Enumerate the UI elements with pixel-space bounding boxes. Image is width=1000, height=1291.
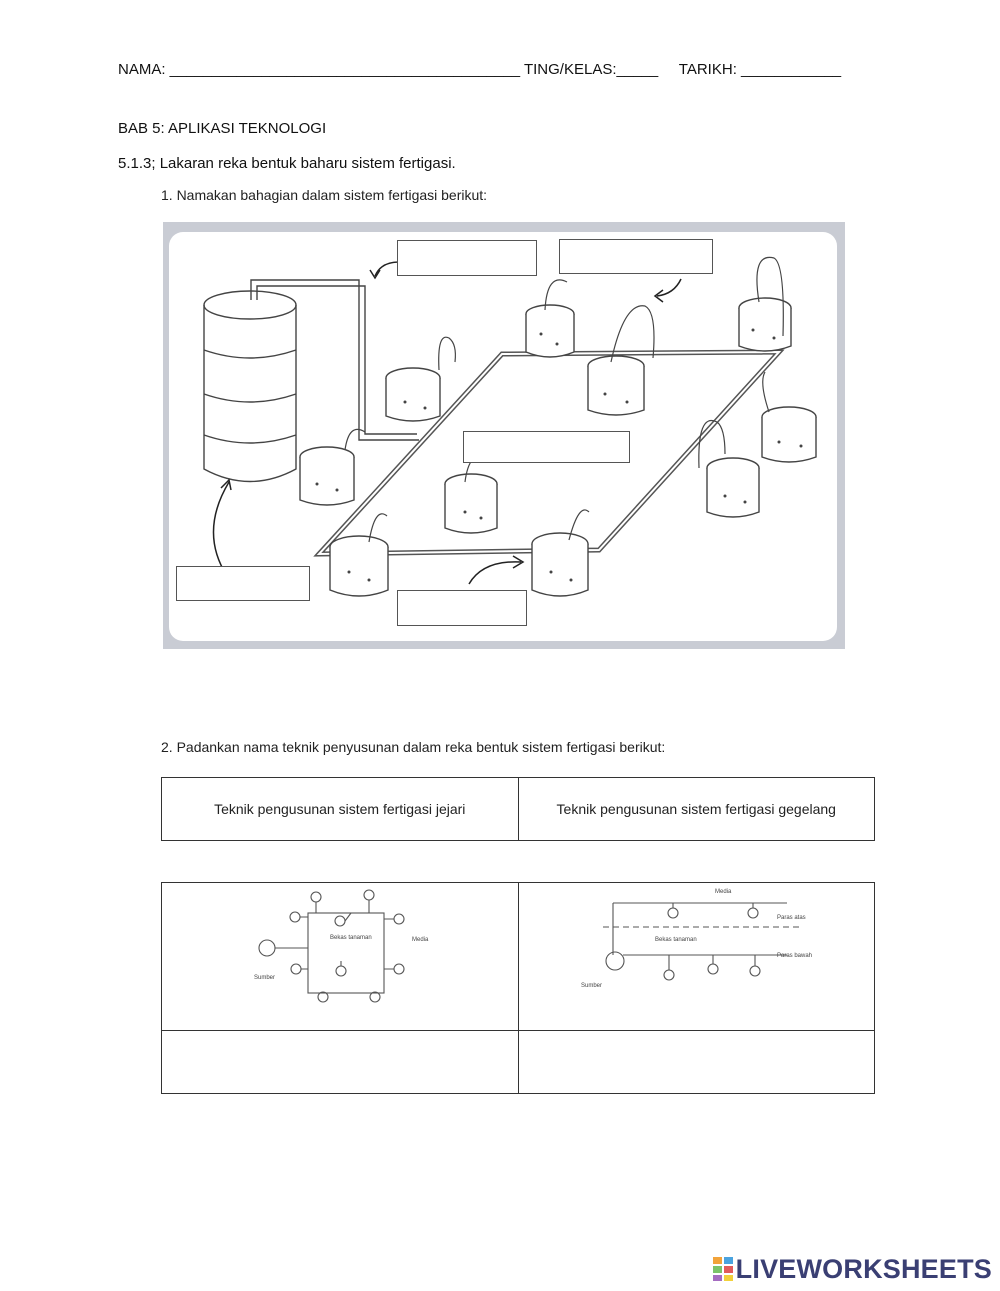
- options-table: Teknik pengusunan sistem fertigasi jejar…: [161, 777, 875, 841]
- diagram-right-cell: Media Paras atas Bekas tanaman Paras baw…: [517, 882, 875, 1031]
- label-container: Bekas tanaman: [330, 935, 372, 941]
- answer-cell-left[interactable]: [161, 1030, 519, 1094]
- option-gegelang[interactable]: Teknik pengusunan sistem fertigasi gegel…: [517, 777, 875, 841]
- ring-diagram: Media Paras atas Bekas tanaman Paras baw…: [581, 889, 812, 989]
- label-source-right: Sumber: [581, 983, 602, 989]
- answer-box-pot[interactable]: [397, 590, 527, 626]
- label-lower: Paras bawah: [777, 953, 812, 959]
- label-media-right: Media: [715, 889, 732, 895]
- pot: [525, 304, 575, 358]
- answer-box-tank[interactable]: [176, 566, 310, 601]
- answer-box-pipe[interactable]: [397, 240, 537, 276]
- option-jejari[interactable]: Teknik pengusunan sistem fertigasi jejar…: [161, 777, 519, 841]
- fertigation-figure: [163, 222, 845, 649]
- brand-name: LIVEWORKSHEETS: [735, 1254, 992, 1284]
- question-1: 1. Namakan bahagian dalam sistem fertiga…: [161, 187, 488, 203]
- matching-table: Bekas tanaman Media Sumber Media Paras: [161, 882, 875, 1094]
- label-container-right: Bekas tanaman: [655, 937, 697, 943]
- class-field-label: TING/KELAS:_____: [523, 61, 659, 78]
- label-source: Sumber: [254, 975, 275, 981]
- name-field-label: NAMA: __________________________________…: [118, 61, 521, 78]
- answer-cell-right[interactable]: [517, 1030, 875, 1094]
- diagram-left-cell: Bekas tanaman Media Sumber: [161, 882, 519, 1031]
- date-field-label: TARIKH: ____________: [678, 61, 842, 78]
- label-upper: Paras atas: [777, 915, 806, 921]
- figure-panel: [169, 232, 837, 641]
- question-2: 2. Padankan nama teknik penyusunan dalam…: [161, 739, 666, 755]
- label-media: Media: [412, 937, 429, 943]
- subtopic-title: 5.1.3; Lakaran reka bentuk baharu sistem…: [118, 155, 456, 172]
- chapter-title: BAB 5: APLIKASI TEKNOLOGI: [118, 120, 327, 137]
- answer-box-drip-tube[interactable]: [559, 239, 713, 274]
- liveworksheets-icon: [712, 1257, 733, 1281]
- radial-diagram: Bekas tanaman Media Sumber: [254, 889, 429, 1003]
- brand-logo: LIVEWORKSHEETS: [712, 1254, 992, 1285]
- fertigation-sketch: [203, 256, 817, 597]
- answer-box-main-pipe[interactable]: [463, 431, 630, 463]
- header-line: NAMA: __________________________________…: [118, 61, 841, 78]
